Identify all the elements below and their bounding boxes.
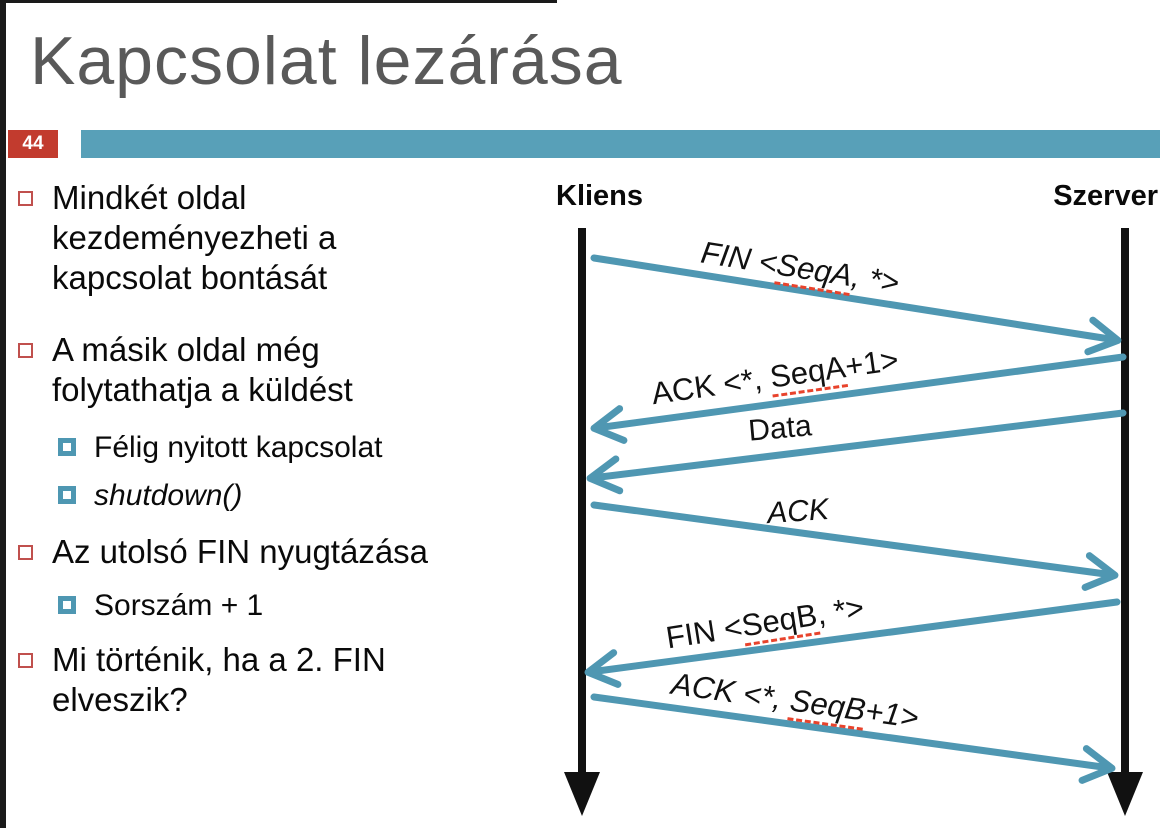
sub-bullet-square-icon	[58, 596, 76, 614]
bullet-item: Mi történik, ha a 2. FIN elveszik?	[52, 641, 386, 718]
sub-bullet-item: shutdown()	[94, 479, 243, 512]
bullet-square-icon	[18, 191, 33, 206]
label-text: +1>	[863, 693, 921, 736]
arrow-ack	[590, 501, 1119, 591]
server-label: Szerver	[1053, 180, 1158, 212]
client-lifeline-arrowhead-icon	[564, 772, 600, 816]
label-text: +1>	[842, 341, 901, 384]
page-title: Kapcsolat lezárása	[30, 23, 623, 99]
server-lifeline	[1107, 228, 1143, 816]
bullet-item: A másik oldal még folytathatja a küldést	[52, 331, 353, 408]
bullet-item: Az utolsó FIN nyugtázása	[52, 533, 429, 570]
sub-bullet-item: Sorszám + 1	[94, 589, 264, 622]
client-lifeline	[564, 228, 600, 816]
bullet-square-icon	[18, 653, 33, 668]
label-text: , *>	[814, 589, 867, 632]
arrow-ack-b	[590, 693, 1116, 784]
bullet-item: Mindkét oldal kezdeményezheti a kapcsola…	[52, 179, 337, 296]
message-label-ack: ACK	[752, 492, 844, 532]
arrow-data	[586, 409, 1127, 495]
arrowhead-icon	[1084, 316, 1122, 356]
label-text: Data	[746, 409, 813, 448]
arrowhead-icon	[1081, 552, 1119, 591]
arrow-fin-a	[590, 254, 1122, 356]
arrowhead-icon	[586, 455, 624, 495]
slide-number-badge: 44	[8, 130, 58, 158]
sub-bullet-square-icon	[58, 438, 76, 456]
label-text: , *>	[849, 258, 902, 301]
arrow-ack-a	[590, 353, 1127, 444]
arrowhead-icon	[1078, 745, 1116, 784]
arrowhead-icon	[584, 649, 622, 688]
arrow-fin-b	[584, 598, 1121, 688]
bullet-square-icon	[18, 545, 33, 560]
sub-bullet-square-icon	[58, 486, 76, 504]
label-text: ACK	[766, 492, 830, 531]
client-label: Kliens	[556, 180, 644, 212]
left-border-bar	[0, 0, 6, 828]
server-lifeline-arrowhead-icon	[1107, 772, 1143, 816]
arrowhead-icon	[590, 405, 628, 444]
bullet-square-icon	[18, 343, 33, 358]
sub-bullet-item: Félig nyitott kapcsolat	[94, 431, 383, 464]
top-border-line	[0, 0, 557, 3]
accent-bar	[81, 130, 1160, 158]
